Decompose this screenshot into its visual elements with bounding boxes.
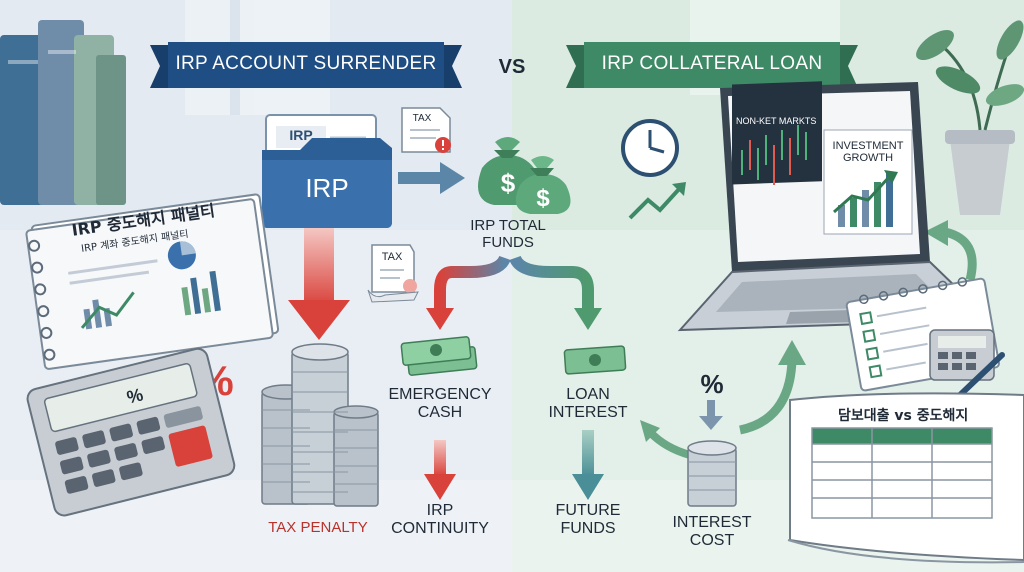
calculator-icon	[26, 347, 236, 517]
right-banner-title: IRP COLLATERAL LOAN	[601, 53, 823, 74]
left-banner-ribbon	[150, 42, 462, 88]
interest-cost-label: INTEREST COST	[672, 514, 752, 549]
folder-front-label: IRP	[305, 173, 349, 203]
books-icon	[0, 20, 126, 205]
ledger-title: 담보대출 vs 중도해지	[838, 408, 969, 424]
vs-label: VS	[498, 56, 526, 78]
tax-doc-label: TAX	[412, 113, 432, 124]
money-bags-icon: $ $	[478, 137, 571, 214]
interest-coin-stack-icon	[687, 440, 737, 507]
laptop-market-label: NON-KET MARKTS	[736, 116, 817, 126]
penalty-arrow-icon	[288, 228, 350, 340]
arrow-coins-to-growth	[738, 340, 806, 435]
flow-to-loan	[509, 255, 602, 330]
loan-interest-label: LOAN INTEREST	[548, 386, 628, 421]
spiral-notebook-icon	[25, 193, 280, 370]
cash-stack-icon	[400, 336, 478, 376]
tax-penalty-label: TAX PENALTY	[268, 519, 368, 536]
tax-receipt-icon	[367, 244, 419, 303]
arrow-emergency-to-continuity	[424, 440, 456, 500]
ledger-book-icon	[787, 392, 1024, 564]
irp-continuity-label: IRP CONTINUITY	[391, 502, 489, 537]
arrow-notebook-to-laptop	[924, 220, 977, 282]
emergency-cash-label: EMERGENCY CASH	[388, 386, 492, 421]
arrow-folder-to-funds	[398, 162, 465, 194]
laptop-growth-label: INVESTMENT GROWTH	[832, 140, 904, 165]
loan-cash-icon	[563, 345, 627, 375]
growth-arrow-icon	[628, 182, 686, 220]
pen-icon	[957, 352, 1005, 398]
plant-icon	[916, 20, 1024, 215]
interest-percent-symbol: %	[700, 369, 724, 399]
svg-text:$: $	[536, 185, 550, 212]
tax-document-icon	[401, 107, 451, 153]
coin-stack-icon	[261, 343, 379, 507]
small-calculator-icon	[929, 329, 995, 381]
arrow-loan-to-future	[572, 430, 604, 500]
irp-total-funds-label: IRP TOTAL FUNDS	[470, 217, 546, 251]
future-funds-label: FUTURE FUNDS	[555, 502, 621, 537]
clock-icon	[621, 119, 679, 177]
left-banner-title: IRP ACCOUNT SURRENDER	[175, 53, 437, 74]
arrow-percent-to-coins	[699, 400, 723, 430]
right-banner-ribbon	[566, 42, 858, 88]
irp-folder-icon	[262, 114, 392, 228]
tax-receipt-label: TAX	[381, 251, 403, 263]
folder-tab-label: IRP	[289, 127, 313, 143]
flow-to-emergency	[426, 255, 511, 330]
svg-text:$: $	[501, 168, 516, 198]
arrow-coins-to-loan	[640, 420, 692, 459]
